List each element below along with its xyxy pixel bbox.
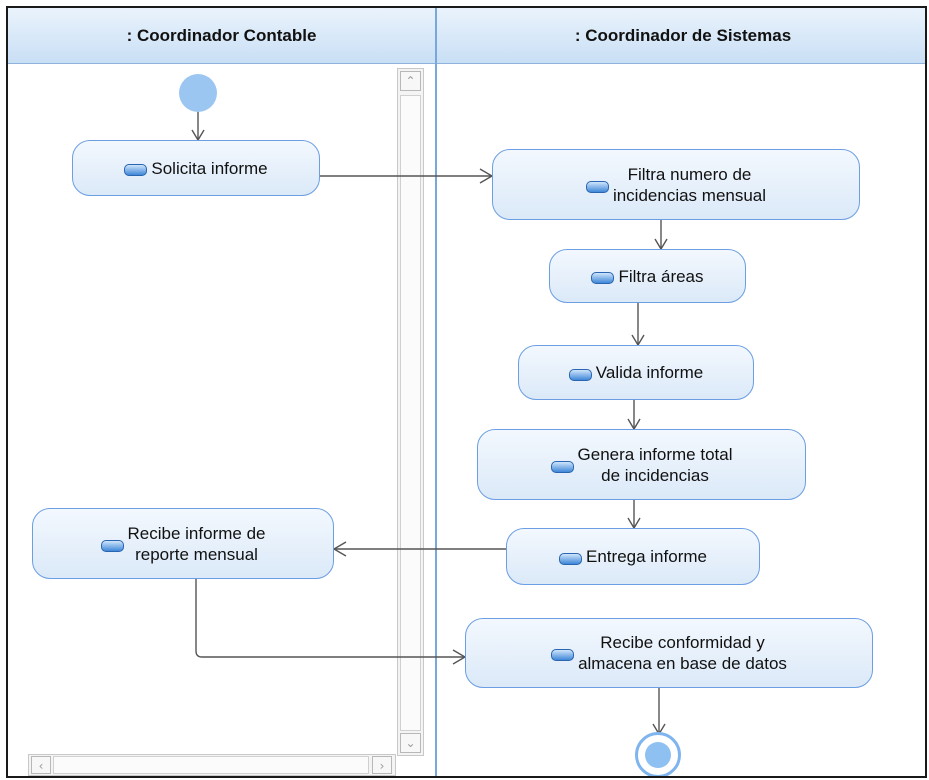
horizontal-scrollbar[interactable]: ‹ › xyxy=(28,754,396,776)
activity-icon xyxy=(568,368,592,381)
arrowhead xyxy=(332,541,347,557)
activity-label: Solicita informe xyxy=(151,158,268,178)
activity-icon xyxy=(551,649,575,661)
activity-icon xyxy=(100,539,124,552)
activity-filtra-areas[interactable]: Filtra áreas xyxy=(549,249,746,303)
scroll-track[interactable] xyxy=(53,756,369,774)
scroll-track[interactable] xyxy=(400,95,421,731)
activity-label: Valida informe xyxy=(595,363,704,382)
chevron-right-icon[interactable]: › xyxy=(372,756,392,774)
activity-genera-informe-total[interactable]: Genera informe total de incidencias xyxy=(477,429,806,500)
activity-label: Genera informe total de incidencias xyxy=(577,444,733,485)
activity-label: Filtra áreas xyxy=(618,266,704,286)
activity-valida-informe[interactable]: Valida informe xyxy=(518,345,754,400)
chevron-down-icon[interactable]: ⌄ xyxy=(400,733,421,753)
activity-entrega-informe[interactable]: Entrega informe xyxy=(506,528,760,585)
activity-icon xyxy=(559,552,583,565)
edge-recibe-informe-to-recibe-conformidad xyxy=(195,579,465,658)
activity-filtra-numero-incidencias[interactable]: Filtra numero de incidencias mensual xyxy=(492,149,860,220)
lane-title: : Coordinador de Sistemas xyxy=(574,25,792,45)
vertical-scrollbar[interactable]: ⌃ ⌄ xyxy=(397,68,424,756)
activity-recibe-informe-reporte[interactable]: Recibe informe de reporte mensual xyxy=(32,508,334,579)
activity-icon xyxy=(591,272,615,284)
chevron-left-icon[interactable]: ‹ xyxy=(31,756,51,774)
activity-label: Recibe conformidad y almacena en base de… xyxy=(578,633,787,673)
lane-divider xyxy=(435,8,437,776)
activity-solicita-informe[interactable]: Solicita informe xyxy=(72,140,320,196)
activity-recibe-conformidad[interactable]: Recibe conformidad y almacena en base de… xyxy=(465,618,873,688)
activity-icon xyxy=(550,460,574,473)
activity-diagram: : Coordinador Contable : Coordinador de … xyxy=(6,6,927,778)
activity-icon xyxy=(124,164,148,176)
edges-layer xyxy=(191,112,668,736)
activity-icon xyxy=(585,180,609,193)
lane-header-coordinador-sistemas: : Coordinador de Sistemas xyxy=(437,8,925,64)
activity-label: Recibe informe de reporte mensual xyxy=(127,523,266,564)
lane-title: : Coordinador Contable xyxy=(126,25,317,45)
activity-label: Entrega informe xyxy=(586,547,707,566)
lane-header-coordinador-contable: : Coordinador Contable xyxy=(8,8,435,64)
final-node xyxy=(635,732,681,776)
initial-node xyxy=(179,74,217,112)
activity-label: Filtra numero de incidencias mensual xyxy=(612,164,767,205)
chevron-up-icon[interactable]: ⌃ xyxy=(400,71,421,91)
